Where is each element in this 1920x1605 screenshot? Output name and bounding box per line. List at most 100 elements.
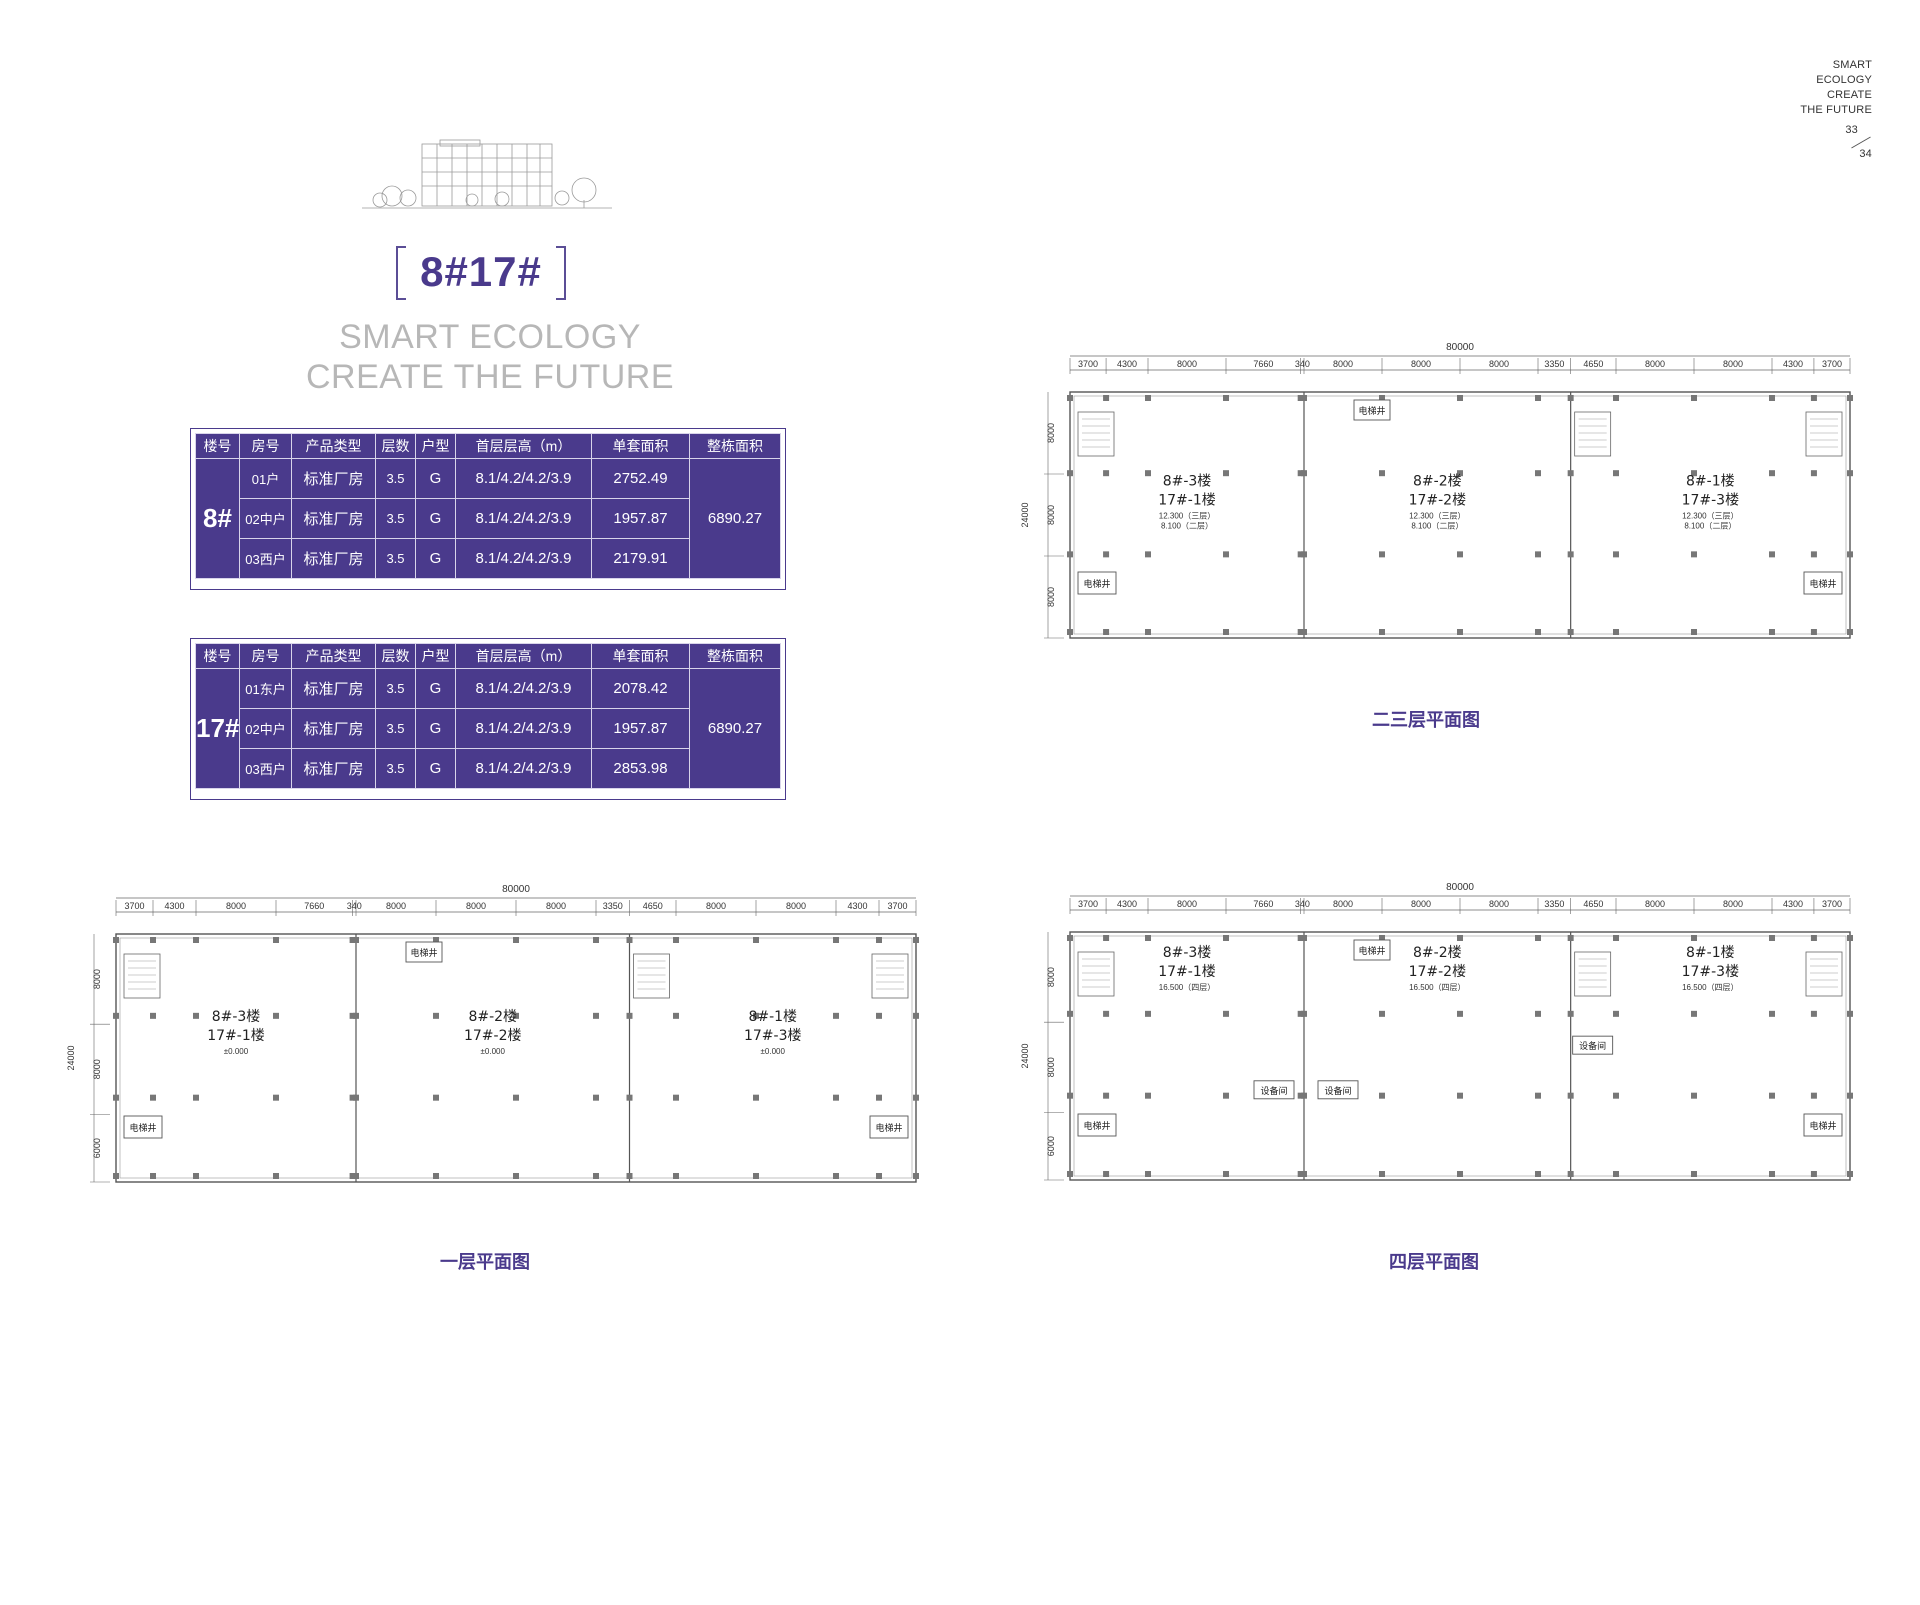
structural-column bbox=[913, 1012, 919, 1019]
structural-column bbox=[1847, 1171, 1853, 1177]
structural-column bbox=[1769, 470, 1775, 477]
structural-column bbox=[1810, 1010, 1817, 1017]
corner-tag: SMART ECOLOGY CREATE THE FUTURE 33 34 bbox=[1800, 58, 1872, 160]
structural-column bbox=[1457, 470, 1463, 477]
structural-column bbox=[913, 1094, 919, 1101]
segment-dim: 7660 bbox=[1253, 359, 1273, 369]
unit-label: 17#-3楼 bbox=[1682, 492, 1740, 508]
structural-column bbox=[1103, 551, 1110, 558]
structural-column bbox=[150, 1173, 156, 1179]
height-cell: 8.1/4.2/4.2/3.9 bbox=[455, 458, 592, 499]
segment-dim: 3350 bbox=[1544, 359, 1564, 369]
structural-column bbox=[1535, 1171, 1541, 1177]
height-cell: 8.1/4.2/4.2/3.9 bbox=[455, 668, 592, 709]
structural-column bbox=[876, 1094, 882, 1101]
structural-column bbox=[1457, 1010, 1463, 1017]
structural-column bbox=[753, 1173, 759, 1179]
structural-column bbox=[1535, 935, 1541, 941]
segment-dim: 8000 bbox=[1333, 899, 1353, 909]
structural-column bbox=[433, 1012, 439, 1019]
structural-column bbox=[1103, 395, 1110, 401]
structural-column bbox=[1223, 935, 1229, 941]
elevation-label: ±0.000 bbox=[481, 1047, 506, 1056]
structural-column bbox=[1847, 1092, 1853, 1099]
segment-dim: 4650 bbox=[1583, 359, 1603, 369]
structural-column bbox=[1379, 1092, 1385, 1099]
slogan-line-2: CREATE THE FUTURE bbox=[305, 358, 675, 396]
structural-column bbox=[1301, 629, 1307, 635]
segment-dim: 4650 bbox=[643, 901, 663, 911]
structural-column bbox=[1691, 1010, 1697, 1017]
structural-column bbox=[833, 937, 839, 943]
room-cell: 01户 bbox=[239, 458, 292, 499]
elevation-label: 16.500（四层） bbox=[1682, 983, 1738, 992]
structural-column bbox=[193, 1012, 199, 1019]
structural-column bbox=[433, 1173, 439, 1179]
segment-dim: 3350 bbox=[1544, 899, 1564, 909]
table-header-row: 楼号 房号 产品类型 层数 户型 首层层高（m） 单套面积 整栋面积 bbox=[195, 643, 781, 669]
structural-column bbox=[1379, 551, 1385, 558]
structural-column bbox=[833, 1012, 839, 1019]
title-bracket-right bbox=[556, 246, 566, 300]
structural-column bbox=[1145, 1092, 1151, 1099]
elevator-label: 电梯井 bbox=[1809, 578, 1836, 589]
stair-core bbox=[1574, 411, 1612, 457]
unit-cell: G bbox=[415, 498, 456, 539]
structural-column bbox=[1810, 1092, 1817, 1099]
structural-column bbox=[1379, 1171, 1385, 1177]
col-height: 首层层高（m） bbox=[455, 433, 592, 459]
structural-column bbox=[1145, 551, 1151, 558]
structural-column bbox=[1301, 935, 1307, 941]
unit-cell: G bbox=[415, 748, 456, 789]
corner-line: CREATE bbox=[1826, 89, 1872, 101]
equipment-label: 设备间 bbox=[1260, 1085, 1287, 1096]
structural-column bbox=[1067, 551, 1073, 558]
structural-column bbox=[1535, 395, 1541, 401]
table-row: 02中户 标准厂房 3.5 G 8.1/4.2/4.2/3.9 1957.87 bbox=[196, 708, 781, 749]
structural-column bbox=[1457, 1092, 1463, 1099]
segment-dim: 3700 bbox=[1822, 359, 1842, 369]
side-segment-dim: 8000 bbox=[1046, 1057, 1056, 1077]
col-building: 楼号 bbox=[195, 643, 240, 669]
table-row: 8# 01户 标准厂房 3.5 G 8.1/4.2/4.2/3.9 2752.4… bbox=[195, 458, 781, 579]
col-floors: 层数 bbox=[375, 643, 416, 669]
structural-column bbox=[1810, 935, 1817, 941]
building-17-table: 楼号 房号 产品类型 层数 户型 首层层高（m） 单套面积 整栋面积 17# 0… bbox=[190, 638, 786, 800]
structural-column bbox=[876, 1173, 882, 1179]
structural-column bbox=[150, 1094, 156, 1101]
floors-cell: 3.5 bbox=[375, 498, 416, 539]
unit-label: 8#-3楼 bbox=[1163, 945, 1212, 961]
unit-cell: G bbox=[415, 708, 456, 749]
structural-column bbox=[150, 937, 156, 943]
structural-column bbox=[1457, 395, 1463, 401]
elevator-label: 电梯井 bbox=[1358, 405, 1385, 416]
segment-dim: 3700 bbox=[1078, 359, 1098, 369]
structural-column bbox=[1301, 1171, 1307, 1177]
segment-dim: 8000 bbox=[1645, 359, 1665, 369]
equipment-room bbox=[1572, 1035, 1614, 1055]
structural-column bbox=[593, 1012, 599, 1019]
segment-dim: 8000 bbox=[1645, 899, 1665, 909]
unit-label: 17#-2楼 bbox=[464, 1028, 522, 1044]
structural-column bbox=[1567, 395, 1574, 401]
floors-cell: 3.5 bbox=[375, 708, 416, 749]
height-cell: 8.1/4.2/4.2/3.9 bbox=[455, 498, 592, 539]
structural-column bbox=[593, 1173, 599, 1179]
structural-column bbox=[1223, 629, 1229, 635]
structural-column bbox=[1223, 1092, 1229, 1099]
structural-column bbox=[349, 937, 356, 943]
structural-column bbox=[1379, 395, 1385, 401]
col-unit: 户型 bbox=[415, 643, 456, 669]
structural-column bbox=[1067, 395, 1073, 401]
structural-column bbox=[1301, 395, 1307, 401]
structural-column bbox=[1297, 395, 1304, 401]
stair-core bbox=[1805, 951, 1843, 997]
structural-column bbox=[1301, 1010, 1307, 1017]
building-outline bbox=[115, 933, 917, 1183]
elevator-shaft bbox=[1353, 399, 1391, 421]
structural-column bbox=[1103, 1092, 1110, 1099]
structural-column bbox=[1567, 1171, 1574, 1177]
structural-column bbox=[626, 1094, 633, 1101]
structural-column bbox=[1067, 470, 1073, 477]
